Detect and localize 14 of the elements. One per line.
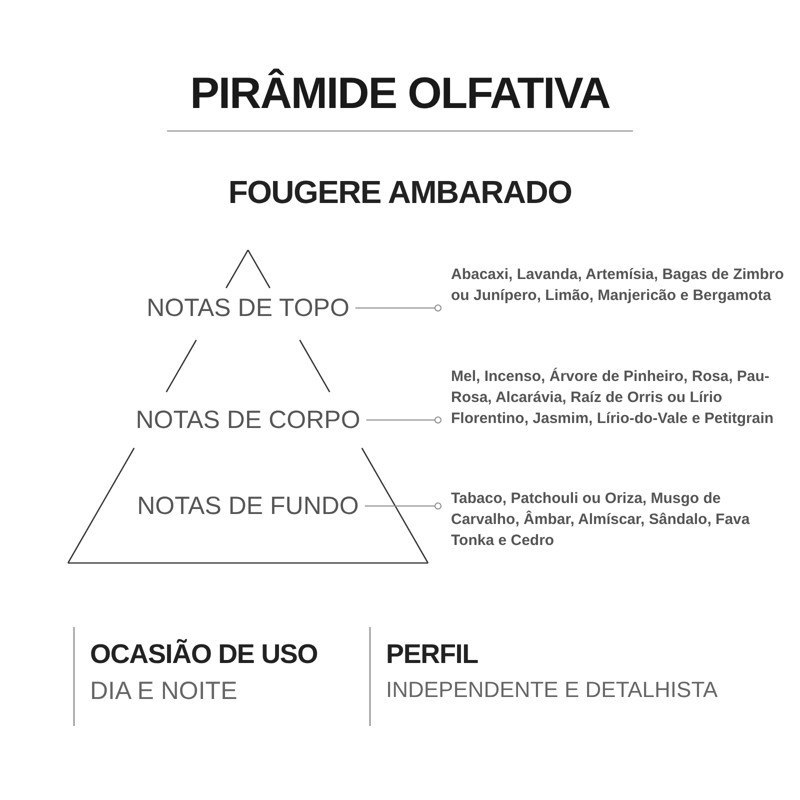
leader-line bbox=[354, 304, 442, 312]
section-value: DIA E NOITE bbox=[90, 676, 238, 707]
pyramid-level-label: NOTAS DE FUNDO bbox=[137, 490, 359, 522]
note-list: Abacaxi, Lavanda, Artemísia, Bagas de Zimbro ou Junípero, Limão, Manjericão e Bergamota bbox=[438, 264, 788, 306]
pyramid-level-label: NOTAS DE CORPO bbox=[136, 404, 360, 436]
subtitle: FOUGERE AMBARADO bbox=[227, 173, 573, 212]
note-list: Tabaco, Patchouli ou Oriza, Musgo de Carvalho, Âmbar, Almíscar, Sândalo, Fava Tonka e Cedro bbox=[438, 488, 788, 551]
section-value: INDEPENDENTE E DETALHISTA bbox=[386, 676, 718, 704]
pyramid-level-label: NOTAS DE TOPO bbox=[146, 292, 350, 324]
leader-line bbox=[366, 416, 442, 424]
section-heading: PERFIL bbox=[386, 638, 478, 671]
note-list: Mel, Incenso, Árvore de Pinheiro, Rosa, Pau-Rosa, Alcarávia, Raíz de Orris ou Lírio Florentino, Jasmim, Lírio-do-Vale e Petitgrain bbox=[438, 366, 788, 429]
section-heading: OCASIÃO DE USO bbox=[90, 638, 318, 671]
leader-line bbox=[364, 502, 442, 510]
